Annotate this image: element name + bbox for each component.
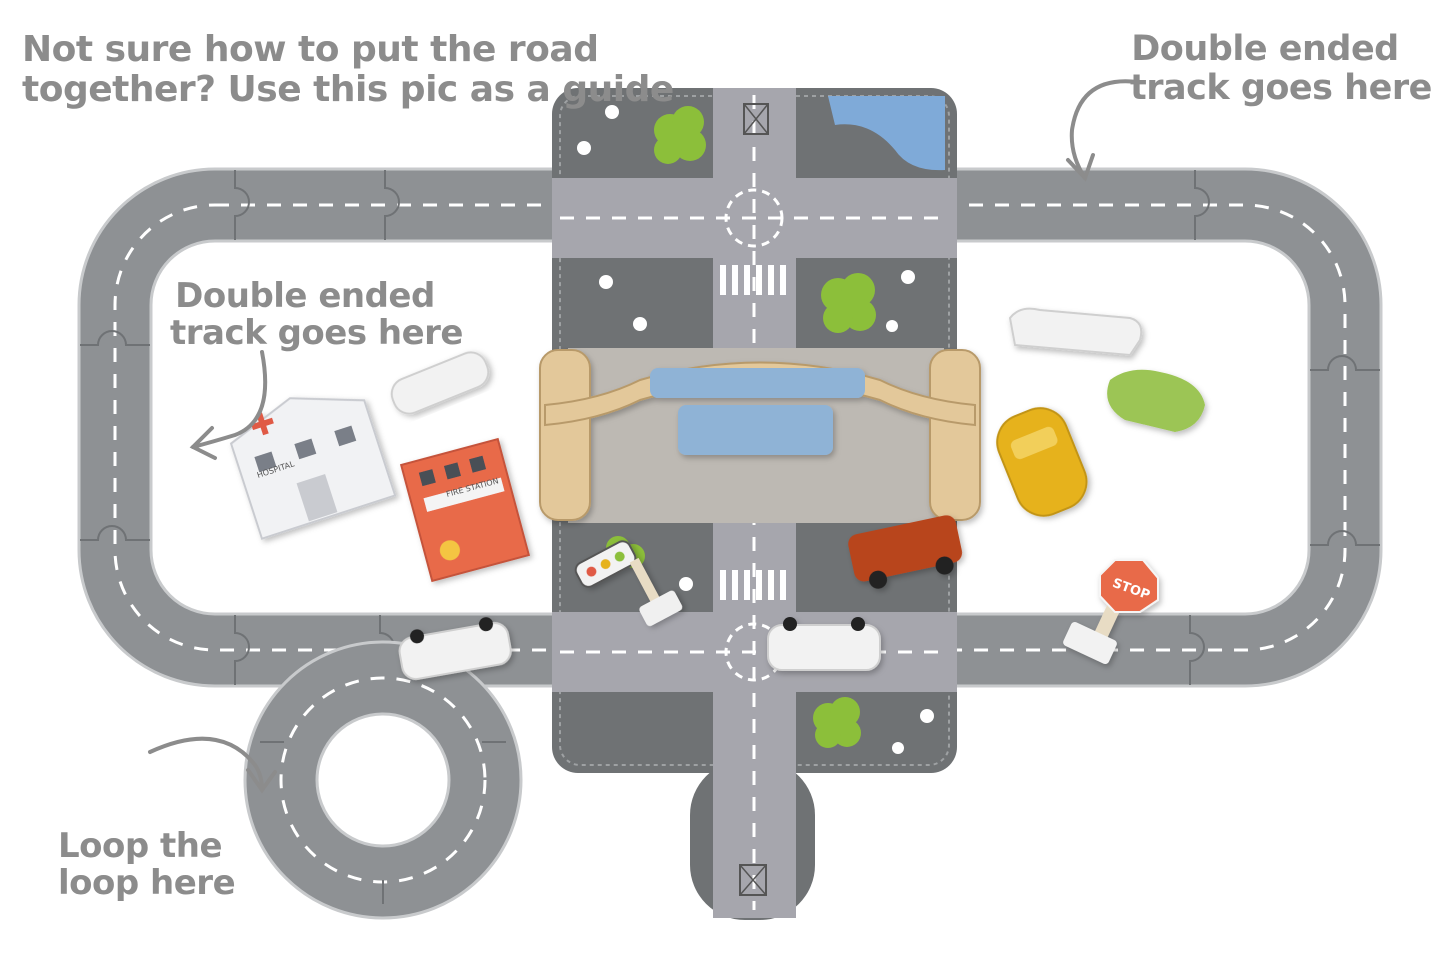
yellow-car xyxy=(996,407,1088,517)
mat-flowers xyxy=(577,105,934,754)
traffic-light-toy xyxy=(574,540,683,627)
mat-trees xyxy=(606,106,876,748)
loop-caption-line-1: Loop the xyxy=(58,826,223,866)
loop-caption-line-2: loop here xyxy=(58,863,236,904)
white-car-center xyxy=(767,617,881,671)
guide-caption-line-2: together? Use this pic as a guide xyxy=(22,68,674,110)
fire-station-building xyxy=(399,437,531,583)
wooden-bridge xyxy=(539,349,981,521)
red-car xyxy=(848,515,963,589)
white-house-piece xyxy=(1008,307,1143,357)
double-ended-right-caption: Double ended track goes here xyxy=(1130,29,1432,108)
double-right-line-2: track goes here xyxy=(1130,67,1432,108)
arrow-right-head-icon xyxy=(1066,153,1095,182)
arrow-loop-head-icon xyxy=(246,768,277,794)
green-tree-piece xyxy=(1107,369,1205,432)
guide-caption-line-1: Not sure how to put the road xyxy=(22,29,599,70)
loop-caption: Loop the loop here xyxy=(58,826,236,904)
arrow-loop-icon xyxy=(148,736,264,792)
double-left-line-2: track goes here xyxy=(170,313,464,354)
white-car-tipped xyxy=(390,351,490,415)
arrow-right-icon xyxy=(1069,79,1140,180)
stop-sign-toy xyxy=(1063,559,1159,665)
hospital-building xyxy=(229,397,397,540)
guide-caption: Not sure how to put the road together? U… xyxy=(22,29,674,110)
loop-track xyxy=(243,640,523,920)
arrow-left-head-icon xyxy=(189,426,217,460)
white-car-on-track xyxy=(398,617,512,680)
double-ended-left-caption: Double ended track goes here xyxy=(170,276,464,354)
arrows xyxy=(148,79,1140,794)
double-left-line-1: Double ended xyxy=(175,276,435,316)
central-play-mat xyxy=(552,88,957,920)
double-right-line-1: Double ended xyxy=(1131,29,1399,69)
arrow-left-icon xyxy=(191,350,268,449)
